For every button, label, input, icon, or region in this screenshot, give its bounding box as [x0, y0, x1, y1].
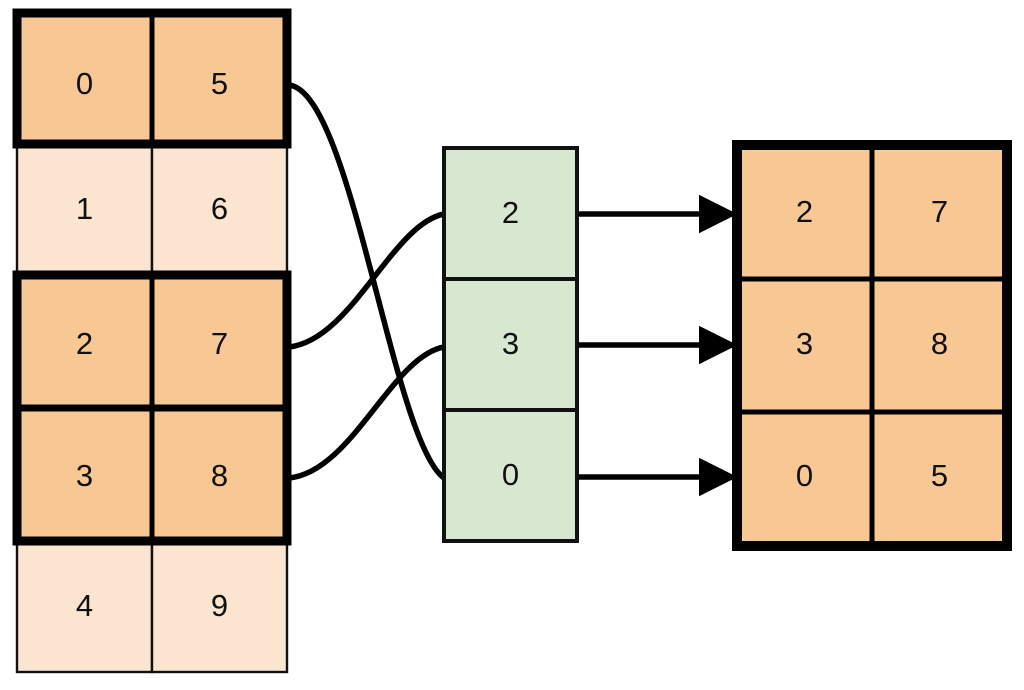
connector-row-2-to-slot-0	[286, 211, 447, 350]
index-vector: 2 3 0	[442, 146, 579, 543]
index-cell-0[interactable]	[442, 146, 579, 281]
index-cell-1[interactable]	[442, 277, 579, 412]
source-rows-2-3[interactable]: 2 7 3 8	[12, 270, 292, 546]
connector-row-3-to-slot-1	[286, 344, 447, 481]
result-table: 2 7 3 8 0 5	[732, 140, 1012, 551]
source-row-1[interactable]: 1 6	[15, 142, 289, 277]
source-cell-4-0[interactable]	[15, 539, 154, 674]
source-cell-1-0[interactable]	[15, 142, 154, 277]
index-cell-2[interactable]	[442, 408, 579, 543]
connector-row-0-to-slot-2	[286, 82, 447, 481]
connector-curves	[286, 82, 447, 481]
source-row-4[interactable]: 4 9	[15, 539, 289, 674]
source-table: 1 6 4 9 0 5 2 7	[12, 8, 292, 674]
source-cell-1-1[interactable]	[150, 142, 289, 277]
result-arrows	[578, 194, 738, 497]
source-cell-4-1[interactable]	[150, 539, 289, 674]
source-row-0[interactable]: 0 5	[12, 8, 292, 149]
